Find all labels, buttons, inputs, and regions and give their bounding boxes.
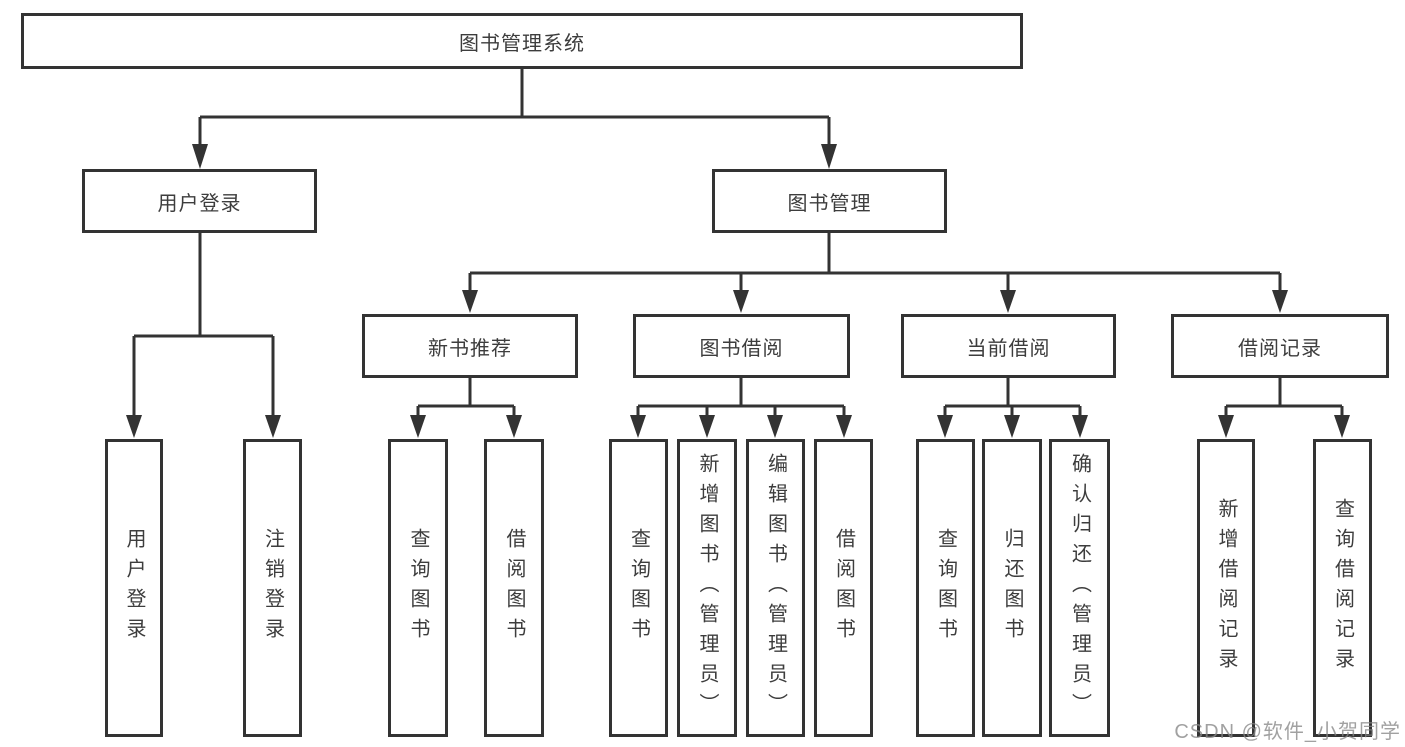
leaf-confirm-return-admin: 确认归还（管理员） [1049,439,1110,737]
leaf-query-book-borrow-label: 查询图书 [627,528,650,648]
node-book-borrow: 图书借阅 [633,314,850,378]
node-borrow-record-label: 借阅记录 [1238,337,1322,360]
node-current-borrow: 当前借阅 [901,314,1116,378]
leaf-confirm-return-admin-label: 确认归还（管理员） [1068,453,1091,723]
connector-root-to-level2 [198,69,831,147]
leaf-user-login: 用户登录 [105,439,163,737]
connector-bookmgmt-to-level3 [468,233,1282,292]
leaf-edit-book-admin: 编辑图书（管理员） [746,439,805,737]
node-book-management-label: 图书管理 [787,192,872,215]
leaf-logout-login: 注销登录 [243,439,302,737]
leaf-return-book: 归还图书 [982,439,1042,737]
connector-current-to-leaves [943,378,1082,416]
leaf-query-book-newrec-label: 查询图书 [407,528,429,648]
arrowheads [126,144,1350,438]
node-book-management: 图书管理 [712,169,947,233]
leaf-borrow-book-borrow-label: 借阅图书 [832,528,855,648]
leaf-add-borrow-record-label: 新增借阅记录 [1215,498,1237,678]
leaf-user-login-label: 用户登录 [123,528,145,648]
watermark-text: CSDN @软件_小贺同学 [1174,721,1401,743]
connector-borrow-to-leaves [636,378,846,416]
leaf-borrow-book-newrec: 借阅图书 [484,439,544,737]
leaf-borrow-book-borrow: 借阅图书 [814,439,873,737]
node-book-borrow-label: 图书借阅 [699,337,784,360]
leaf-add-book-admin: 新增图书（管理员） [677,439,737,737]
leaf-edit-book-admin-label: 编辑图书（管理员） [764,453,787,723]
node-borrow-record: 借阅记录 [1171,314,1389,378]
leaf-query-borrow-record: 查询借阅记录 [1313,439,1372,737]
node-user-login: 用户登录 [82,169,317,233]
node-current-borrow-label: 当前借阅 [966,337,1051,360]
leaf-add-borrow-record: 新增借阅记录 [1197,439,1255,737]
leaf-query-book-current: 查询图书 [916,439,975,737]
node-user-login-label: 用户登录 [157,192,242,215]
connector-record-to-leaves [1224,378,1344,416]
leaf-query-book-newrec: 查询图书 [388,439,448,737]
leaf-logout-login-label: 注销登录 [261,528,284,648]
connector-newbook-to-leaves [416,378,516,416]
leaf-return-book-label: 归还图书 [1001,528,1023,648]
leaf-add-book-admin-label: 新增图书（管理员） [696,453,718,723]
leaf-query-borrow-record-label: 查询借阅记录 [1331,498,1354,678]
leaf-query-book-current-label: 查询图书 [934,528,957,648]
leaf-borrow-book-newrec-label: 借阅图书 [503,528,525,648]
node-root: 图书管理系统 [21,13,1023,69]
node-root-label: 图书管理系统 [459,32,585,55]
leaf-query-book-borrow: 查询图书 [609,439,668,737]
node-new-book-recommend: 新书推荐 [362,314,578,378]
node-new-book-recommend-label: 新书推荐 [428,337,512,360]
connector-userlogin-to-leaves [132,232,275,416]
